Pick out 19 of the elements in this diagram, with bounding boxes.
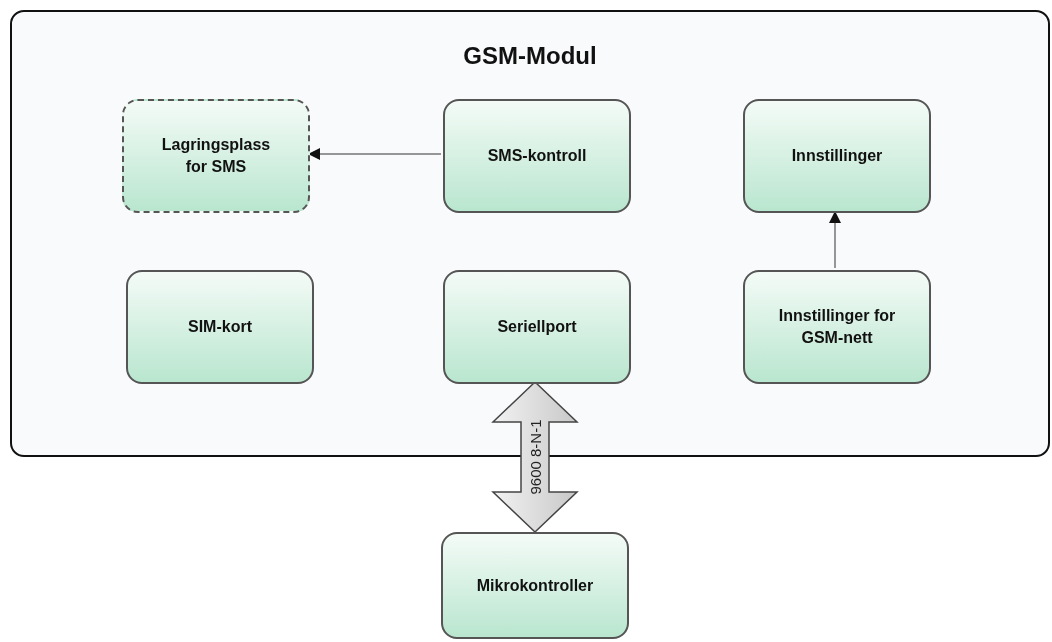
module-frame [10,10,1050,457]
process-box [743,270,931,384]
box-label: SMS-kontroll [487,146,587,167]
arrow [829,210,841,269]
box-label: Innstillinger for GSM-nett [777,306,897,348]
box-label: Mikrokontroller [476,575,594,596]
process-box [443,270,631,384]
module-title: GSM-Modul [462,42,598,70]
box-label: Innstillinger [791,146,883,167]
process-box [441,532,629,639]
arrow [307,148,442,160]
box-label: Seriellport [497,317,577,338]
storage-box [122,99,310,213]
process-box [443,99,631,213]
process-box [743,99,931,213]
process-box [126,270,314,384]
box-label: SIM-kort [188,317,252,338]
edge-label: 9600 8-N-1 [526,419,544,495]
box-label: Lagringsplass for SMS [160,135,272,177]
